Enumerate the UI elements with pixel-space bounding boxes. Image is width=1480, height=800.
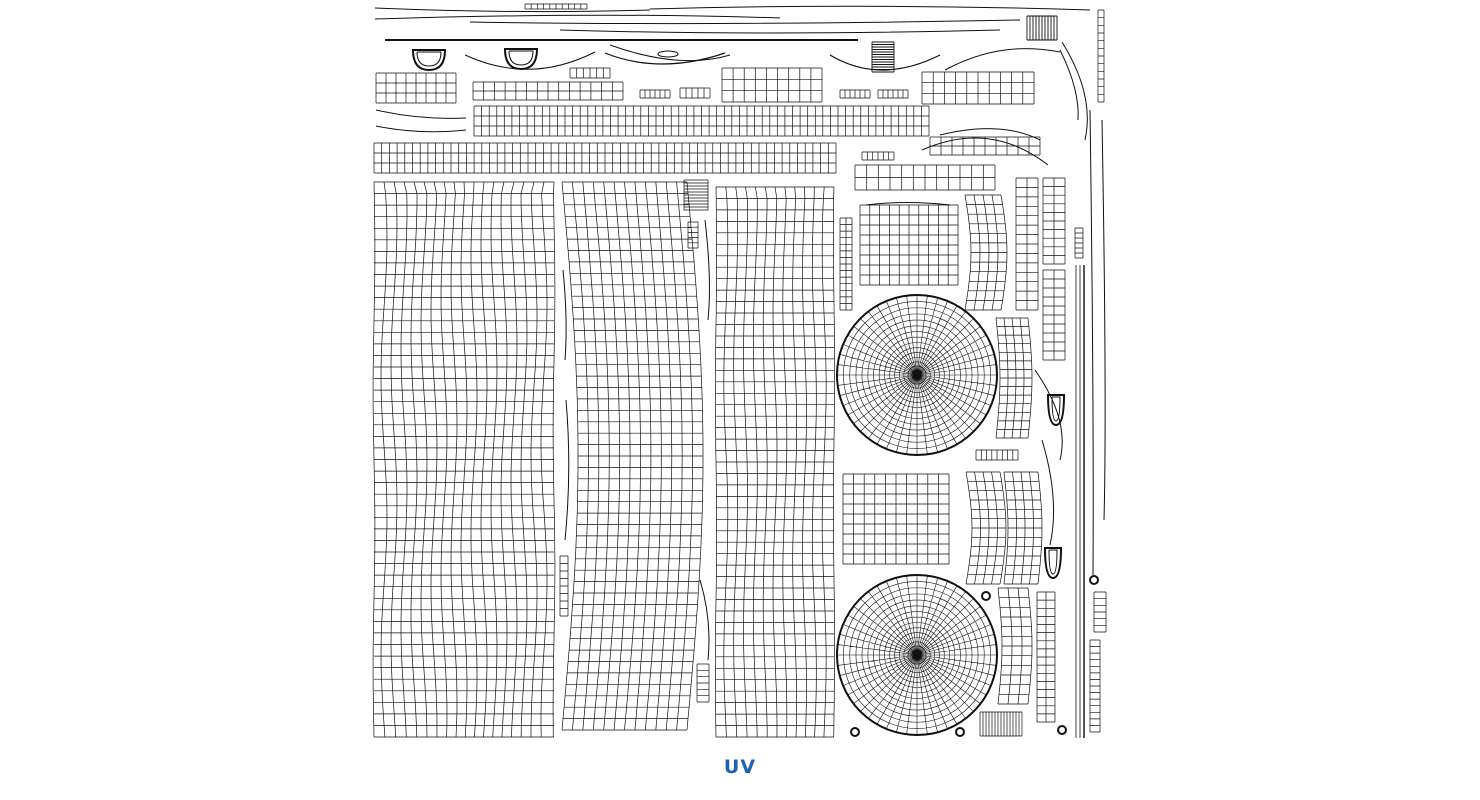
uv-arc-7	[1062, 42, 1087, 140]
uv-bit-3	[560, 556, 568, 616]
uv-bolt-1	[982, 592, 990, 600]
uv-loop-2-inner	[509, 51, 533, 65]
uv-strip-top-4	[470, 20, 1020, 24]
uv-strip-small	[525, 4, 587, 9]
uv-block-top-right	[1027, 16, 1057, 40]
uv-island-right-9	[1004, 472, 1042, 584]
uv-loop-right	[1048, 395, 1064, 425]
uv-block-bottom	[980, 712, 1022, 736]
uv-strip-right-2	[1090, 640, 1100, 732]
uv-arc-10	[940, 129, 1040, 140]
uv-bit-right-2	[1094, 592, 1106, 632]
uv-strip-top-3	[375, 15, 780, 19]
uv-island-mid-2	[855, 165, 995, 190]
uv-bit-1	[688, 222, 698, 248]
uv-loop-right-inner	[1052, 397, 1060, 421]
uv-arc-6	[1060, 50, 1078, 120]
uv-seam-2	[565, 400, 569, 540]
uv-strip-long-1	[474, 106, 929, 136]
uv-loop-2	[505, 49, 537, 69]
uv-island-right-8	[966, 472, 1006, 584]
uv-bit-2	[697, 664, 709, 702]
uv-arc-1	[465, 52, 595, 69]
uv-panel-left	[373, 182, 555, 737]
uv-bolt-4	[956, 728, 964, 736]
uv-loop-1-inner	[417, 52, 441, 66]
uv-island-upper-8	[840, 90, 870, 98]
uv-seam-4	[700, 580, 709, 660]
uv-arc-13	[1042, 440, 1054, 545]
uv-island-right-1	[860, 205, 958, 285]
uv-island-right-3	[1016, 178, 1038, 310]
uv-bit-right-1	[1075, 228, 1083, 258]
uv-caption: UV	[723, 756, 757, 778]
uv-island-right-6	[996, 318, 1032, 438]
uv-arc-5	[945, 49, 1060, 70]
uv-strip-vertical-4	[1102, 120, 1105, 520]
uv-bolt-2	[1090, 576, 1098, 584]
uv-island-right-5	[1043, 270, 1065, 360]
uv-arc-2	[605, 53, 725, 64]
uv-island-right-4	[1043, 178, 1065, 264]
uv-island-upper-7	[680, 88, 710, 98]
uv-island-right-11	[998, 588, 1032, 704]
uv-arc-9	[376, 126, 466, 132]
uv-arc-12	[1035, 370, 1062, 460]
uv-island-right-10	[976, 450, 1018, 460]
uv-panel-center-left	[562, 182, 703, 730]
uv-island-right-2	[965, 195, 1007, 310]
uv-disc-top	[837, 295, 997, 455]
uv-loop-right-2	[1045, 548, 1061, 578]
uv-strip-right-1	[840, 218, 852, 310]
uv-disc-bottom-rim	[837, 575, 997, 735]
uv-island-upper-4	[722, 68, 822, 102]
uv-strip-top-2	[650, 6, 1090, 10]
uv-arc-14	[866, 203, 950, 206]
uv-island-upper-3	[570, 68, 610, 78]
uv-loop-right-2-inner	[1049, 550, 1057, 574]
uv-bolt-5	[1058, 726, 1066, 734]
uv-arc-8	[376, 110, 466, 118]
uv-block-small-1	[684, 180, 708, 210]
uv-arc-3	[610, 45, 730, 61]
uv-island-upper-9	[878, 90, 908, 98]
uv-island-mid-1	[930, 137, 1040, 155]
uv-strip-vertical-top	[1098, 10, 1104, 102]
uv-strip-long-2	[374, 143, 836, 173]
uv-disc-top-rim	[837, 295, 997, 455]
uv-strip-vertical-3	[1090, 110, 1093, 575]
uv-disc-bottom	[837, 575, 997, 735]
uv-island-upper-6	[640, 90, 670, 98]
uv-bolt-3	[851, 728, 859, 736]
uv-block-top-mid	[872, 42, 894, 72]
uv-island-mid-3	[862, 152, 894, 160]
uv-strip-top-1	[375, 8, 650, 12]
uv-island-upper-1	[376, 73, 456, 103]
uv-strip-vertical-1	[1076, 265, 1080, 738]
uv-arc-4	[830, 55, 940, 70]
uv-island-right-12	[1037, 592, 1055, 722]
uv-islands	[373, 4, 1106, 738]
uv-island-upper-5	[922, 72, 1034, 104]
uv-island-right-7	[843, 474, 949, 564]
uv-strip-top-6	[560, 30, 1000, 33]
uv-loop-1	[413, 50, 445, 70]
uv-seam-3	[705, 220, 709, 320]
uv-arc-11	[922, 138, 1048, 165]
uv-seam-1	[563, 270, 566, 360]
uv-panel-center-right	[715, 187, 834, 737]
uv-small-ellipse	[658, 51, 678, 57]
uv-island-upper-2	[473, 82, 623, 100]
